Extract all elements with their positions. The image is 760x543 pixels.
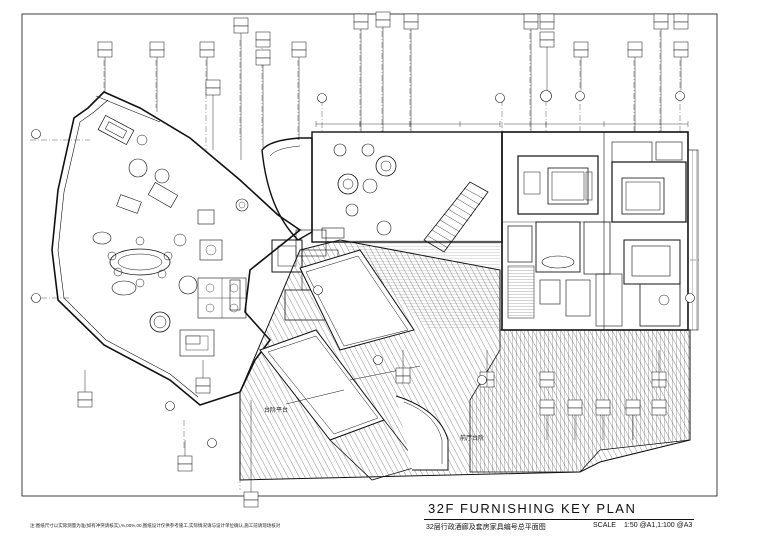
sheet-border bbox=[21, 13, 718, 497]
east-suites bbox=[501, 131, 699, 331]
dimension-line bbox=[315, 121, 689, 127]
grid-bubbles bbox=[31, 90, 695, 448]
scale-label: SCALE bbox=[593, 522, 616, 529]
callout-leaders bbox=[84, 27, 682, 492]
deck-label: 台阶平台 bbox=[264, 406, 288, 414]
hatched-deck: 前厅台阶 台阶平台 bbox=[239, 239, 691, 481]
drawing-subtitle: 32层行政酒廊及套房家具编号总平面图 bbox=[426, 524, 546, 531]
stair-label: 前厅台阶 bbox=[460, 434, 484, 442]
title-underline bbox=[424, 519, 694, 520]
callout-tags bbox=[77, 11, 689, 508]
scale-value: 1:50 @A1,1:100 @A3 bbox=[624, 522, 693, 529]
general-note: 注:图纸尺寸以实际测量为准(如有冲突请核实),%,00%,00,图纸设计仅供参考… bbox=[30, 523, 281, 528]
drawing-title: 32F FURNISHING KEY PLAN bbox=[428, 501, 637, 516]
